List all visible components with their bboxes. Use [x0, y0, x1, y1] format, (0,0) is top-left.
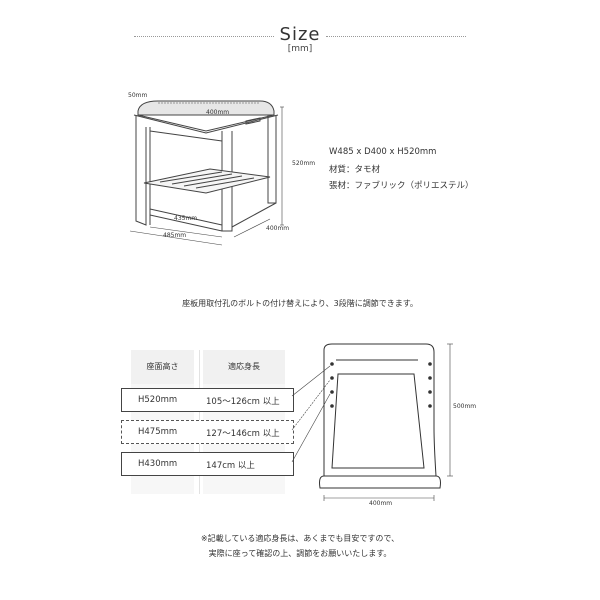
footer-note-line2: 実際に座って確認の上、調節をお願いいたします。 — [208, 549, 392, 558]
spec-material: 材質：タモ材 — [329, 165, 381, 175]
row-seat-height: H520mm — [138, 395, 178, 405]
row-body-height: 105～126cm 以上 — [206, 397, 280, 407]
dim-label-400mm-top: 400mm — [206, 109, 230, 116]
footer-note-line1: ※記載している適応身長は、あくまでも目安ですので、 — [200, 534, 400, 543]
row-seat-height: H475mm — [138, 427, 178, 437]
table-row — [121, 420, 294, 444]
side-view-diagram — [291, 343, 453, 501]
dim-label-inner-width: 435mm — [174, 215, 198, 222]
chair-diagram — [129, 100, 284, 246]
row-body-height: 127～146cm 以上 — [206, 429, 280, 439]
dim-label-depth: 400mm — [266, 225, 290, 232]
spec-fabric: 張材：ファブリック（ポリエステル） — [329, 181, 474, 191]
table-header-seat-height: 座面高さ — [131, 350, 194, 384]
title-rule-left — [134, 36, 274, 37]
unit-label: [mm] — [287, 44, 313, 54]
page-title: Size — [279, 24, 321, 45]
side-dim-width: 400mm — [369, 500, 393, 507]
row-body-height: 147cm 以上 — [206, 461, 255, 471]
adjust-note: 座板用取付孔のボルトの付け替えにより、3段階に調節できます。 — [182, 299, 418, 308]
table-row — [121, 452, 294, 476]
table-row — [121, 388, 294, 412]
title-rule-right — [326, 36, 466, 37]
side-dim-height: 500mm — [453, 403, 477, 410]
row-seat-height: H430mm — [138, 459, 178, 469]
spec-size: W485 x D400 x H520mm — [329, 147, 437, 157]
dim-label-50mm: 50mm — [128, 92, 148, 99]
table-header-body-height: 適応身長 — [203, 350, 285, 384]
dim-label-outer-width: 485mm — [163, 232, 187, 239]
dim-label-height: 520mm — [292, 160, 316, 167]
